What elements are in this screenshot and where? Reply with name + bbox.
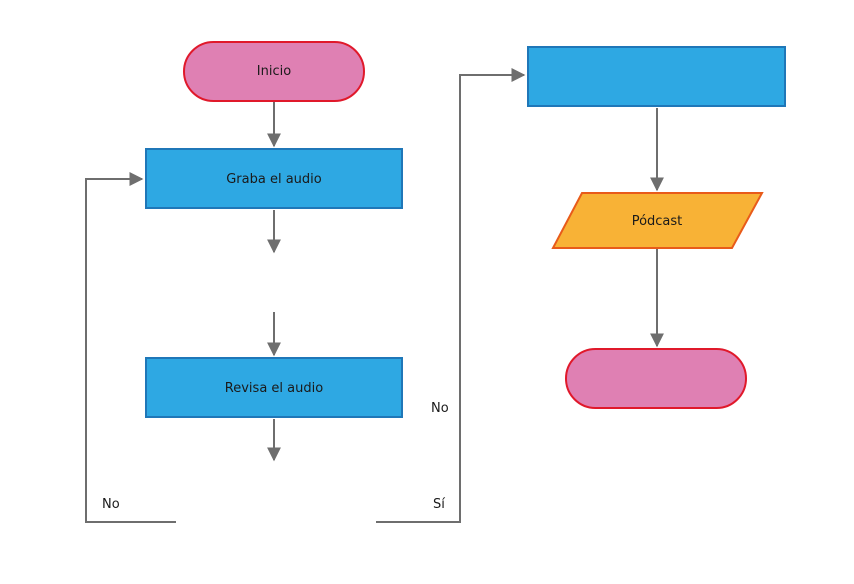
podcast-label: Pódcast	[632, 214, 683, 229]
start-label: Inicio	[257, 64, 291, 79]
edge-label-loop-no: No	[102, 497, 120, 512]
record-shape	[145, 148, 403, 209]
record-node: Graba el audio	[145, 148, 403, 209]
end-node	[565, 348, 747, 409]
podcast-node: Pódcast	[551, 192, 764, 249]
podcast-shape	[551, 192, 764, 249]
start-shape	[183, 41, 365, 102]
end-shape	[565, 348, 747, 409]
connectors	[85, 68, 664, 523]
top-right-process-shape	[527, 46, 786, 107]
review-label: Revisa el audio	[225, 381, 323, 396]
start-node: Inicio	[183, 41, 365, 102]
loop-no-back-to-record	[85, 172, 176, 523]
yes-to-top-right-process	[376, 68, 526, 523]
top-right-process-node	[527, 46, 786, 107]
edge-label-no: No	[431, 401, 449, 416]
review-node: Revisa el audio	[145, 357, 403, 418]
edge-label-yes: Sí	[433, 497, 445, 512]
review-shape	[145, 357, 403, 418]
record-label: Graba el audio	[226, 172, 322, 187]
